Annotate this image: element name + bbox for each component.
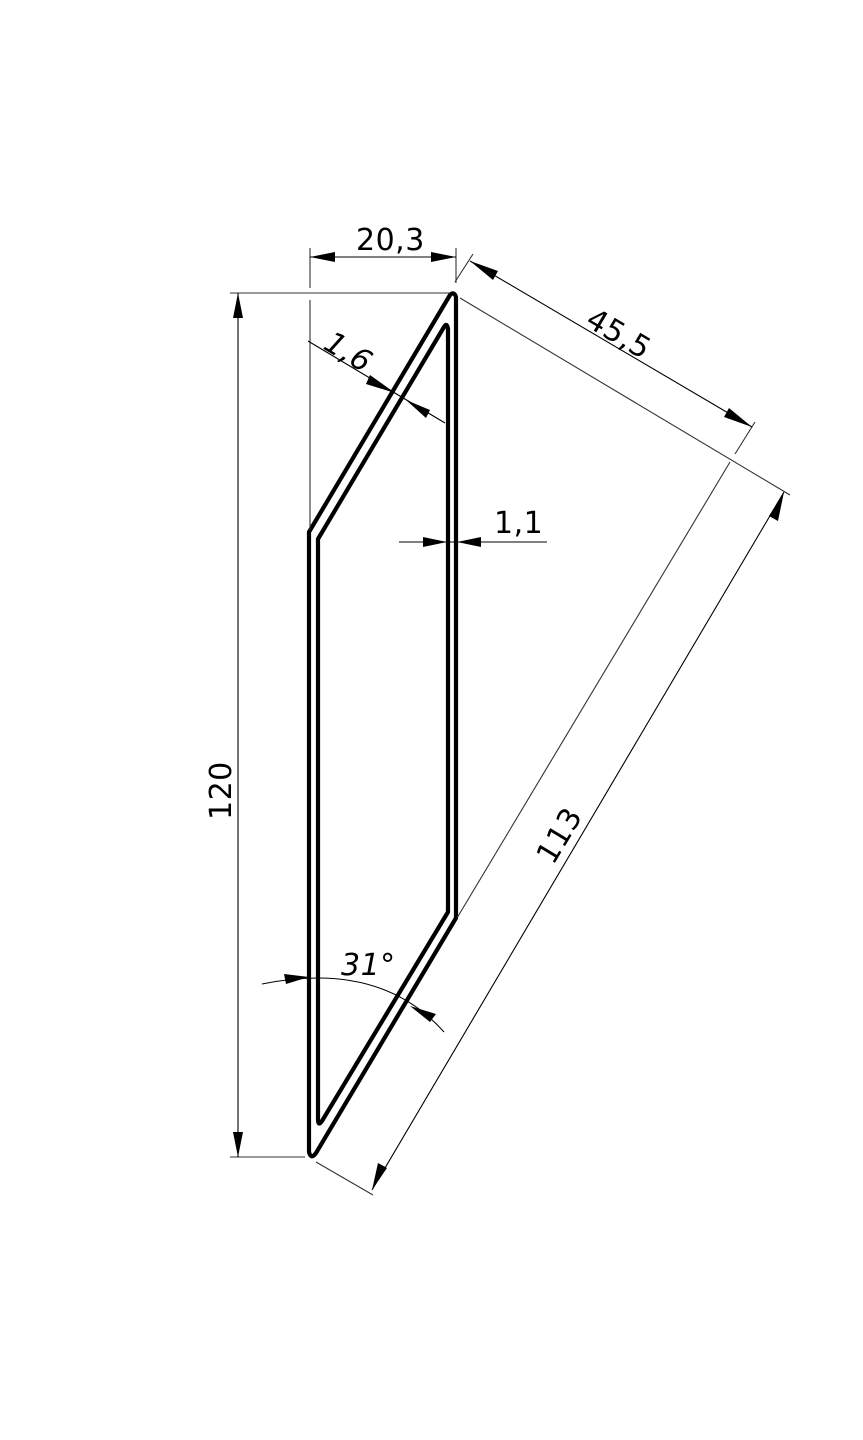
arrow-start-icon	[470, 261, 498, 280]
extension-line-bottom	[315, 1161, 374, 1196]
arrow-right-icon	[410, 1006, 436, 1022]
arrow-bottom-icon	[233, 1132, 243, 1157]
arrow-top-icon	[233, 293, 243, 318]
extension-line-top	[454, 253, 474, 283]
dimension-diagonal-length: 113	[315, 461, 785, 1196]
arrow-end-icon	[724, 408, 752, 427]
arrow-in-icon	[366, 375, 395, 393]
profile-outline	[306, 291, 459, 1159]
dimension-label: 31°	[341, 948, 396, 983]
dimension-height-total: 120	[204, 292, 450, 1158]
arrow-bottom-icon	[372, 1163, 387, 1190]
arrow-left-icon	[284, 974, 309, 984]
arrow-left-icon	[310, 252, 335, 262]
extension-line-long	[459, 297, 791, 496]
dimension-label: 120	[204, 761, 239, 820]
arrow-out-icon	[406, 400, 430, 418]
dimension-angle: 31°	[261, 948, 445, 1033]
arrow-left-icon	[423, 537, 447, 547]
outer-contour	[306, 291, 459, 1159]
dimension-width-top: 20,3	[309, 223, 457, 530]
dimension-line	[371, 491, 785, 1191]
inner-contour	[315, 322, 451, 1126]
arrow-top-icon	[769, 492, 784, 521]
dimension-label: 1,1	[494, 506, 543, 541]
dimension-line	[469, 260, 753, 428]
dimension-label: 1,6	[318, 325, 378, 380]
dimension-label: 45,5	[580, 302, 657, 367]
extension-line-top	[456, 461, 731, 919]
dimension-label: 20,3	[356, 223, 425, 258]
arrow-right-icon	[431, 252, 456, 262]
dimension-gap-right: 1,1	[399, 506, 547, 547]
arrow-right-icon	[457, 537, 481, 547]
dimension-diagonal-offset: 45,5	[454, 253, 791, 496]
